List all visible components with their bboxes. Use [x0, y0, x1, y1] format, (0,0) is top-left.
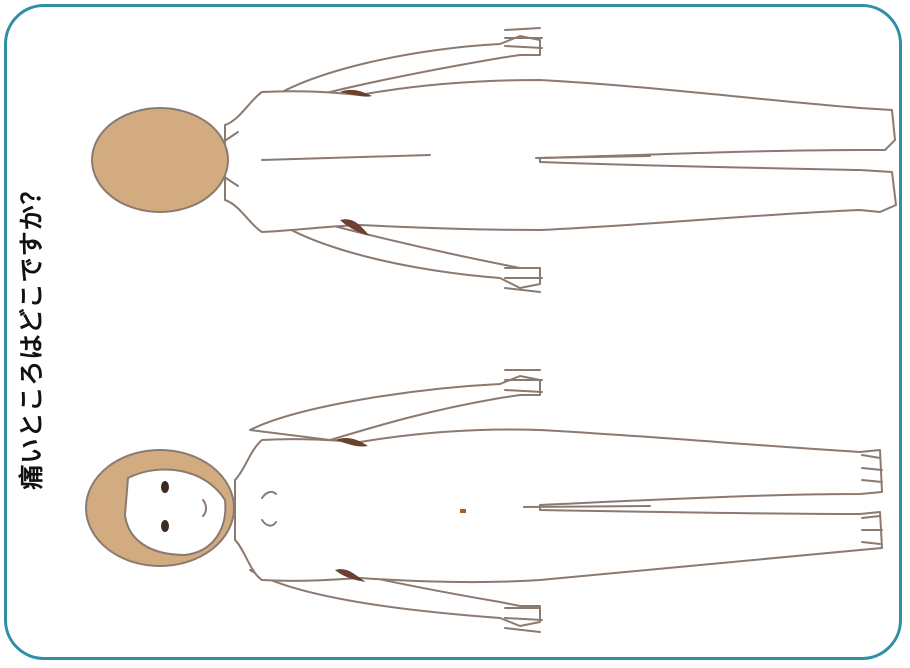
pain-mark: [460, 509, 466, 513]
front-eye-top: [161, 481, 169, 493]
back-view-figure[interactable]: [92, 28, 896, 292]
front-eye-bottom: [161, 520, 169, 532]
back-head-hair: [92, 108, 228, 212]
back-torso: [225, 80, 896, 232]
front-leg-gap: [524, 506, 650, 507]
front-view-figure[interactable]: [86, 370, 882, 632]
